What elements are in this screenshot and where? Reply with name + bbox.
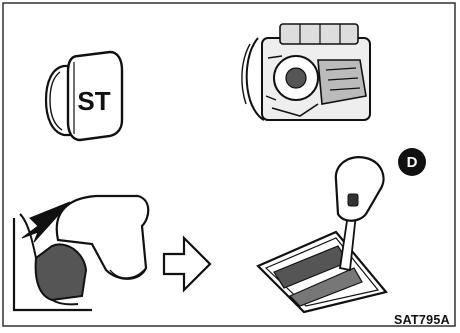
step-arrow-icon xyxy=(164,238,210,290)
foot-on-pedal-icon xyxy=(14,196,148,310)
drive-position-badge: D xyxy=(398,148,426,176)
figure-reference-code: SAT795A xyxy=(394,313,450,327)
key-start-label: ST xyxy=(77,86,110,116)
key-icon: ST xyxy=(46,52,122,140)
shift-lever-icon xyxy=(258,157,386,312)
engine-icon xyxy=(242,24,370,120)
drive-position-label: D xyxy=(407,154,418,171)
